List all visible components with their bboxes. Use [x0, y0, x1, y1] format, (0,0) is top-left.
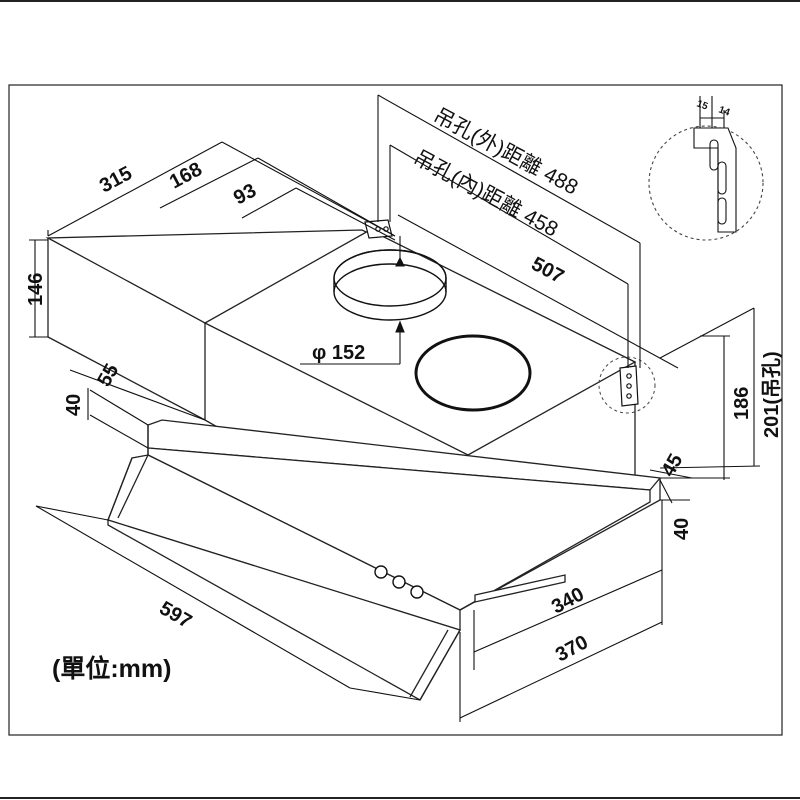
- dim-bracket-15: 15: [695, 98, 710, 112]
- dim-40-left: 40: [63, 394, 85, 416]
- drawing-frame: [8, 84, 783, 736]
- dim-340: 340: [548, 583, 588, 618]
- dim-bracket-14: 14: [717, 104, 732, 118]
- dim-370: 370: [552, 631, 592, 666]
- bracket-detail: [648, 96, 764, 241]
- control-knobs: [374, 565, 424, 599]
- dim-40-right: 40: [671, 518, 693, 540]
- motor-opening: [414, 334, 532, 412]
- top-border: [0, 0, 800, 2]
- dim-201: 201(吊孔): [760, 351, 783, 438]
- dim-93: 93: [230, 180, 260, 210]
- dim-597: 597: [156, 597, 196, 633]
- dim-55: 55: [93, 360, 123, 390]
- front-panel: [107, 419, 662, 701]
- bracket-detail-circle-small: [598, 356, 656, 414]
- knob-3: [410, 585, 424, 599]
- bottom-border: [0, 797, 800, 799]
- dim-146: 146: [25, 273, 47, 306]
- hanging-bracket-left: [364, 219, 393, 239]
- knob-1: [374, 565, 388, 579]
- dim-186: 186: [731, 387, 753, 420]
- dim-507: 507: [528, 253, 568, 288]
- hanging-bracket-right: [619, 365, 639, 407]
- duct-collar: [333, 249, 447, 321]
- dimension-lines: [29, 94, 761, 722]
- dim-duct-diameter: φ 152: [312, 342, 365, 364]
- knob-2: [392, 575, 406, 589]
- unit-label: (單位:mm): [52, 654, 171, 683]
